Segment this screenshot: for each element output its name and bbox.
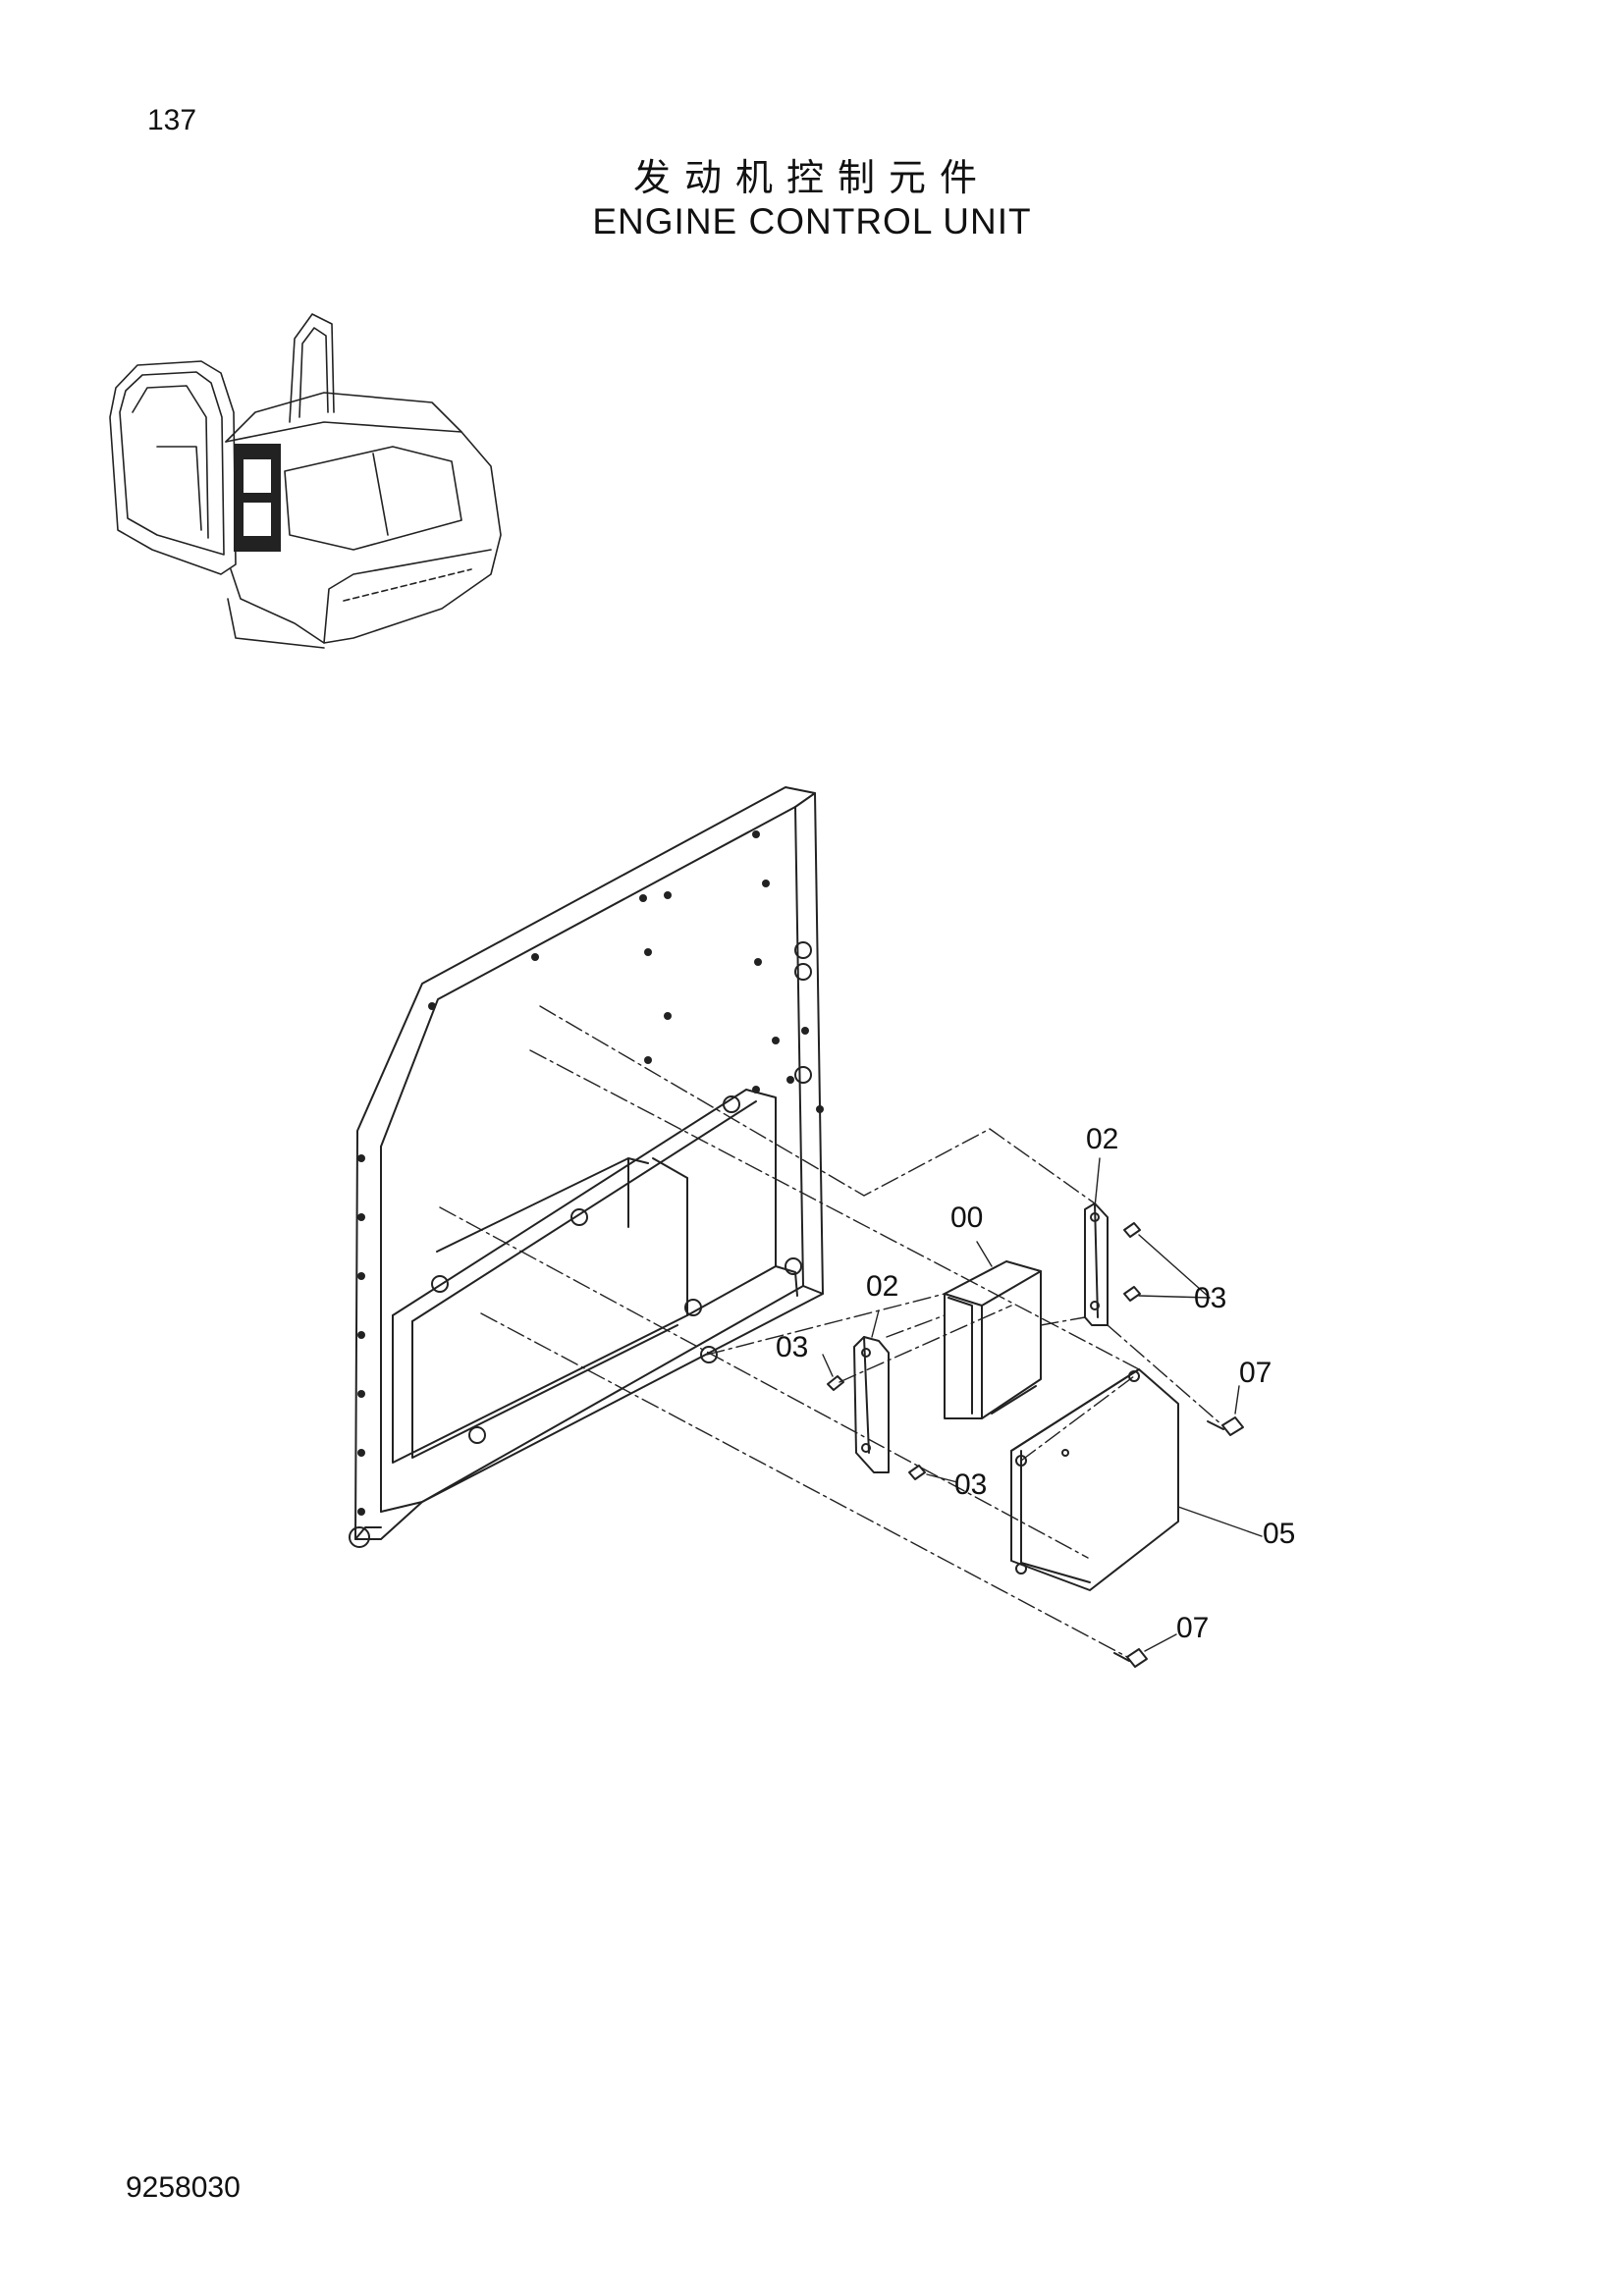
- callout-03-right: 03: [1194, 1282, 1226, 1314]
- page-title-english: ENGINE CONTROL UNIT: [592, 201, 1032, 241]
- assembly-centerlines: [439, 1005, 1223, 1658]
- page-title-chinese: 发动机控制元件: [632, 156, 991, 199]
- callout-00: 00: [950, 1201, 983, 1234]
- screw-part-03-group: [827, 1222, 1141, 1480]
- callout-07-top: 07: [1239, 1357, 1272, 1389]
- page-number: 137: [147, 104, 197, 136]
- bolt-part-07-group: [1113, 1416, 1244, 1668]
- callout-05: 05: [1263, 1518, 1295, 1550]
- drawing-code: 9258030: [126, 2171, 241, 2204]
- callout-02-left: 02: [866, 1270, 898, 1303]
- excavator-locator-icon: [109, 313, 502, 649]
- cover-part-05: [1010, 1368, 1179, 1591]
- ecu-unit-part-00: [944, 1260, 1042, 1419]
- bracket-part-02-left: [853, 1336, 890, 1473]
- leader-lines: [822, 1157, 1263, 1652]
- callout-03-left-top: 03: [776, 1331, 808, 1363]
- callout-02-right: 02: [1086, 1123, 1118, 1155]
- callout-03-left-bottom: 03: [954, 1468, 987, 1501]
- bracket-part-02-right: [1084, 1202, 1109, 1326]
- callout-07-bottom: 07: [1176, 1612, 1209, 1644]
